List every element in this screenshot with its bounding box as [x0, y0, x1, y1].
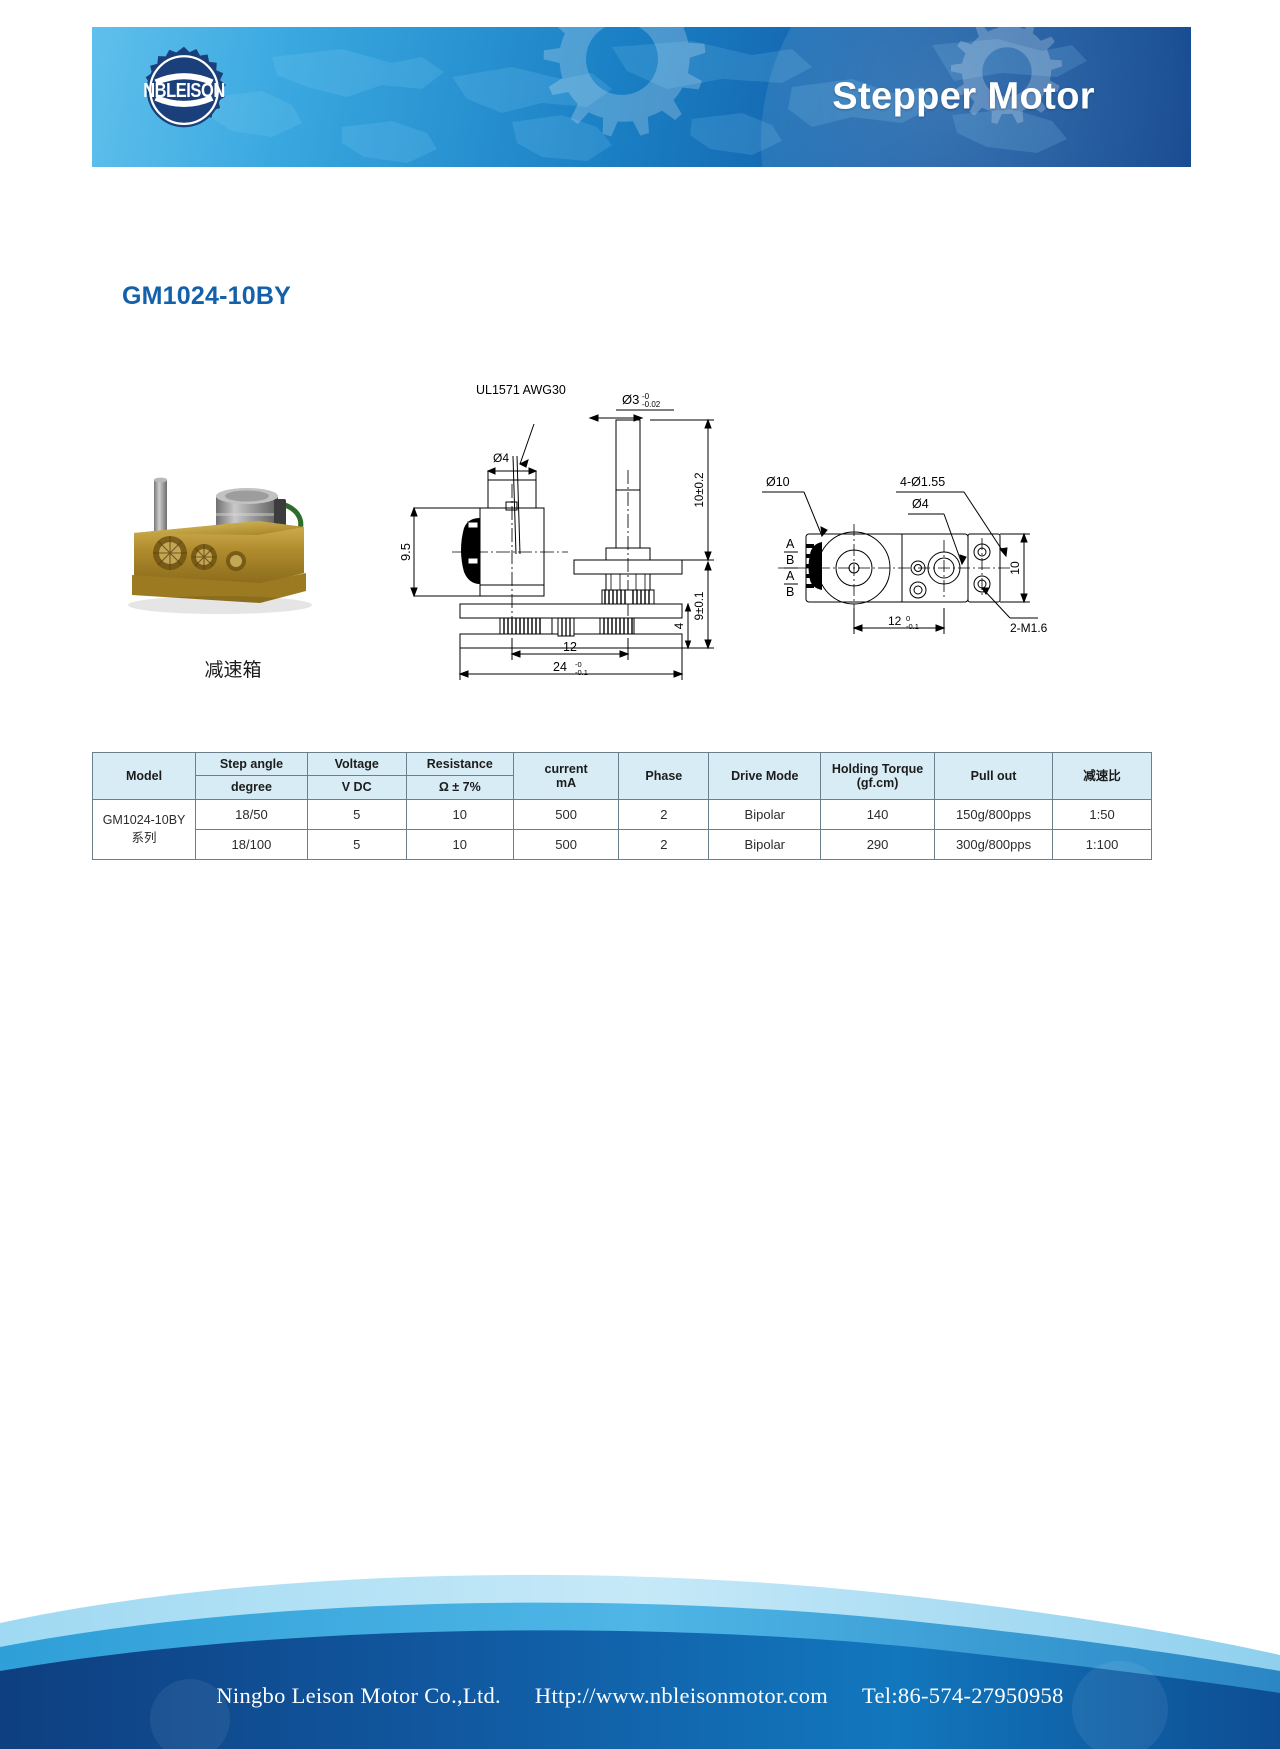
gear-decoration-icon	[543, 27, 706, 137]
globe-highlight	[761, 27, 1191, 167]
th-drive-mode: Drive Mode	[708, 752, 822, 800]
th-model: Model	[91, 752, 197, 800]
label-thread: 2-M1.6	[1010, 621, 1048, 635]
nbleison-gear-logo-icon: NBLEISON	[143, 46, 226, 128]
th-current-line2: mA	[556, 775, 577, 790]
cell-pull-out: 150g/800pps	[933, 798, 1054, 830]
table-body: GM1024-10BY 系列 18/50 5 10 500 2 Bipolar …	[91, 798, 1152, 860]
label-dim-4: 4	[674, 622, 686, 629]
lead-label-b2: B	[786, 585, 794, 599]
cell-current: 500	[512, 798, 620, 830]
table-row: GM1024-10BY 系列 18/50 5 10 500 2 Bipolar …	[91, 798, 1152, 860]
label-shaft-tol-lower: -0.02	[642, 400, 661, 409]
model-name-line2: 系列	[131, 830, 157, 846]
label-dim-12: 12	[563, 640, 577, 654]
page-footer: Ningbo Leison Motor Co.,Ltd. Http://www.…	[0, 1559, 1280, 1749]
model-name-line1: GM1024-10BY	[102, 812, 186, 827]
photo-caption: 减速箱	[204, 659, 262, 681]
label-hole-dia: Ø4	[912, 497, 929, 511]
specification-table: Model Step angle Voltage Resistance curr…	[91, 751, 1152, 860]
svg-text:NBLEISON: NBLEISON	[143, 78, 225, 101]
lead-label-b1: B	[786, 553, 794, 567]
footer-contact-line: Ningbo Leison Motor Co.,Ltd. Http://www.…	[0, 1683, 1280, 1709]
th-pull-out: Pull out	[933, 752, 1054, 800]
cell-holding-torque: 290	[820, 828, 935, 860]
page-header-banner: NBLEISON Stepper Motor	[92, 27, 1191, 167]
world-map-background	[210, 39, 1087, 163]
end-view-drawing: Ø10 4-Ø1.55 Ø4 A	[748, 460, 1068, 675]
label-height-9-5: 9.5	[398, 543, 413, 561]
footer-tel: Tel:86-574-27950958	[862, 1683, 1064, 1708]
front-view-svg: UL1571 AWG30 Ø4 9.5	[398, 383, 714, 680]
cell-step-angle: 18/50	[195, 798, 308, 830]
label-dim-10: 10±0.2	[694, 472, 706, 507]
cell-current: 500	[512, 828, 620, 860]
label-dim-24: 24	[553, 660, 567, 674]
th-resistance-unit: Ω ± 7%	[405, 775, 514, 800]
cell-resistance: 10	[405, 828, 514, 860]
cell-drive-mode: Bipolar	[708, 798, 822, 830]
label-dim-9: 9±0.1	[694, 592, 706, 621]
table-header-row-2: degree V DC Ω ± 7%	[93, 775, 1152, 800]
label-dim-24-tol-lower: -0.1	[575, 668, 588, 677]
model-title: GM1024-10BY	[122, 282, 291, 310]
label-dim-24-tol-upper: -0	[575, 660, 582, 669]
cell-holding-torque: 140	[820, 798, 935, 830]
footer-wave-graphic	[0, 1574, 1280, 1749]
footer-website[interactable]: Http://www.nbleisonmotor.com	[534, 1683, 829, 1708]
cell-voltage: 5	[306, 828, 407, 860]
th-holding-line2: (gf.cm)	[856, 775, 899, 790]
cell-phase: 2	[618, 828, 710, 860]
label-bottom-12: 12	[888, 614, 902, 628]
cell-ratio: 1:50	[1052, 798, 1152, 830]
product-photo	[108, 455, 358, 655]
th-step-angle-unit: degree	[195, 775, 308, 800]
label-boss-dia: Ø4	[493, 451, 509, 465]
table-head: Model Step angle Voltage Resistance curr…	[91, 751, 1152, 800]
page-right-edge	[1268, 0, 1280, 1100]
cell-ratio: 1:100	[1052, 828, 1152, 860]
cell-voltage: 5	[306, 798, 407, 830]
gear-decoration-secondary-icon	[950, 27, 1063, 124]
cell-pull-out: 300g/800pps	[933, 828, 1054, 860]
th-phase: Phase	[618, 752, 710, 800]
th-ratio: 减速比	[1052, 752, 1152, 800]
page-title: Stepper Motor	[832, 75, 1095, 118]
cell-drive-mode: Bipolar	[708, 828, 822, 860]
th-holding-torque: Holding Torque (gf.cm)	[820, 752, 935, 800]
lead-label-a1: A	[786, 537, 795, 551]
label-bottom-12-tol-lower: -0.1	[906, 622, 919, 631]
th-holding-line1: Holding Torque	[831, 761, 924, 776]
cell-model-name: GM1024-10BY 系列	[91, 798, 197, 860]
label-bottom-12-tol-upper: 0	[906, 614, 910, 623]
front-view-drawing: UL1571 AWG30 Ø4 9.5	[392, 372, 742, 692]
th-step-angle: Step angle	[195, 751, 308, 777]
end-view-svg: Ø10 4-Ø1.55 Ø4 A	[762, 475, 1048, 635]
lead-label-a2: A	[786, 569, 795, 583]
label-shaft-tol-upper: -0	[642, 392, 650, 401]
label-width-10: 10	[1008, 561, 1022, 575]
th-current: current mA	[512, 752, 620, 800]
gearbox-motor-image	[128, 477, 312, 614]
label-shaft-dia: Ø3	[622, 392, 639, 407]
label-motor-dia: Ø10	[766, 475, 790, 489]
th-resistance: Resistance	[405, 751, 514, 777]
label-holes: 4-Ø1.55	[900, 475, 945, 489]
table-header-row-1: Model Step angle Voltage Resistance curr…	[91, 751, 1152, 800]
table-row: 18/100 5 10 500 2 Bipolar 290 300g/800pp…	[93, 828, 1152, 860]
cell-step-angle: 18/100	[195, 828, 308, 860]
th-voltage-unit: V DC	[306, 775, 407, 800]
footer-company: Ningbo Leison Motor Co.,Ltd.	[216, 1683, 501, 1708]
th-current-line1: current	[544, 761, 588, 776]
th-voltage: Voltage	[306, 751, 407, 777]
cell-phase: 2	[618, 798, 710, 830]
company-logo: NBLEISON	[132, 45, 236, 149]
cell-resistance: 10	[405, 798, 514, 830]
label-wire: UL1571 AWG30	[476, 383, 566, 397]
